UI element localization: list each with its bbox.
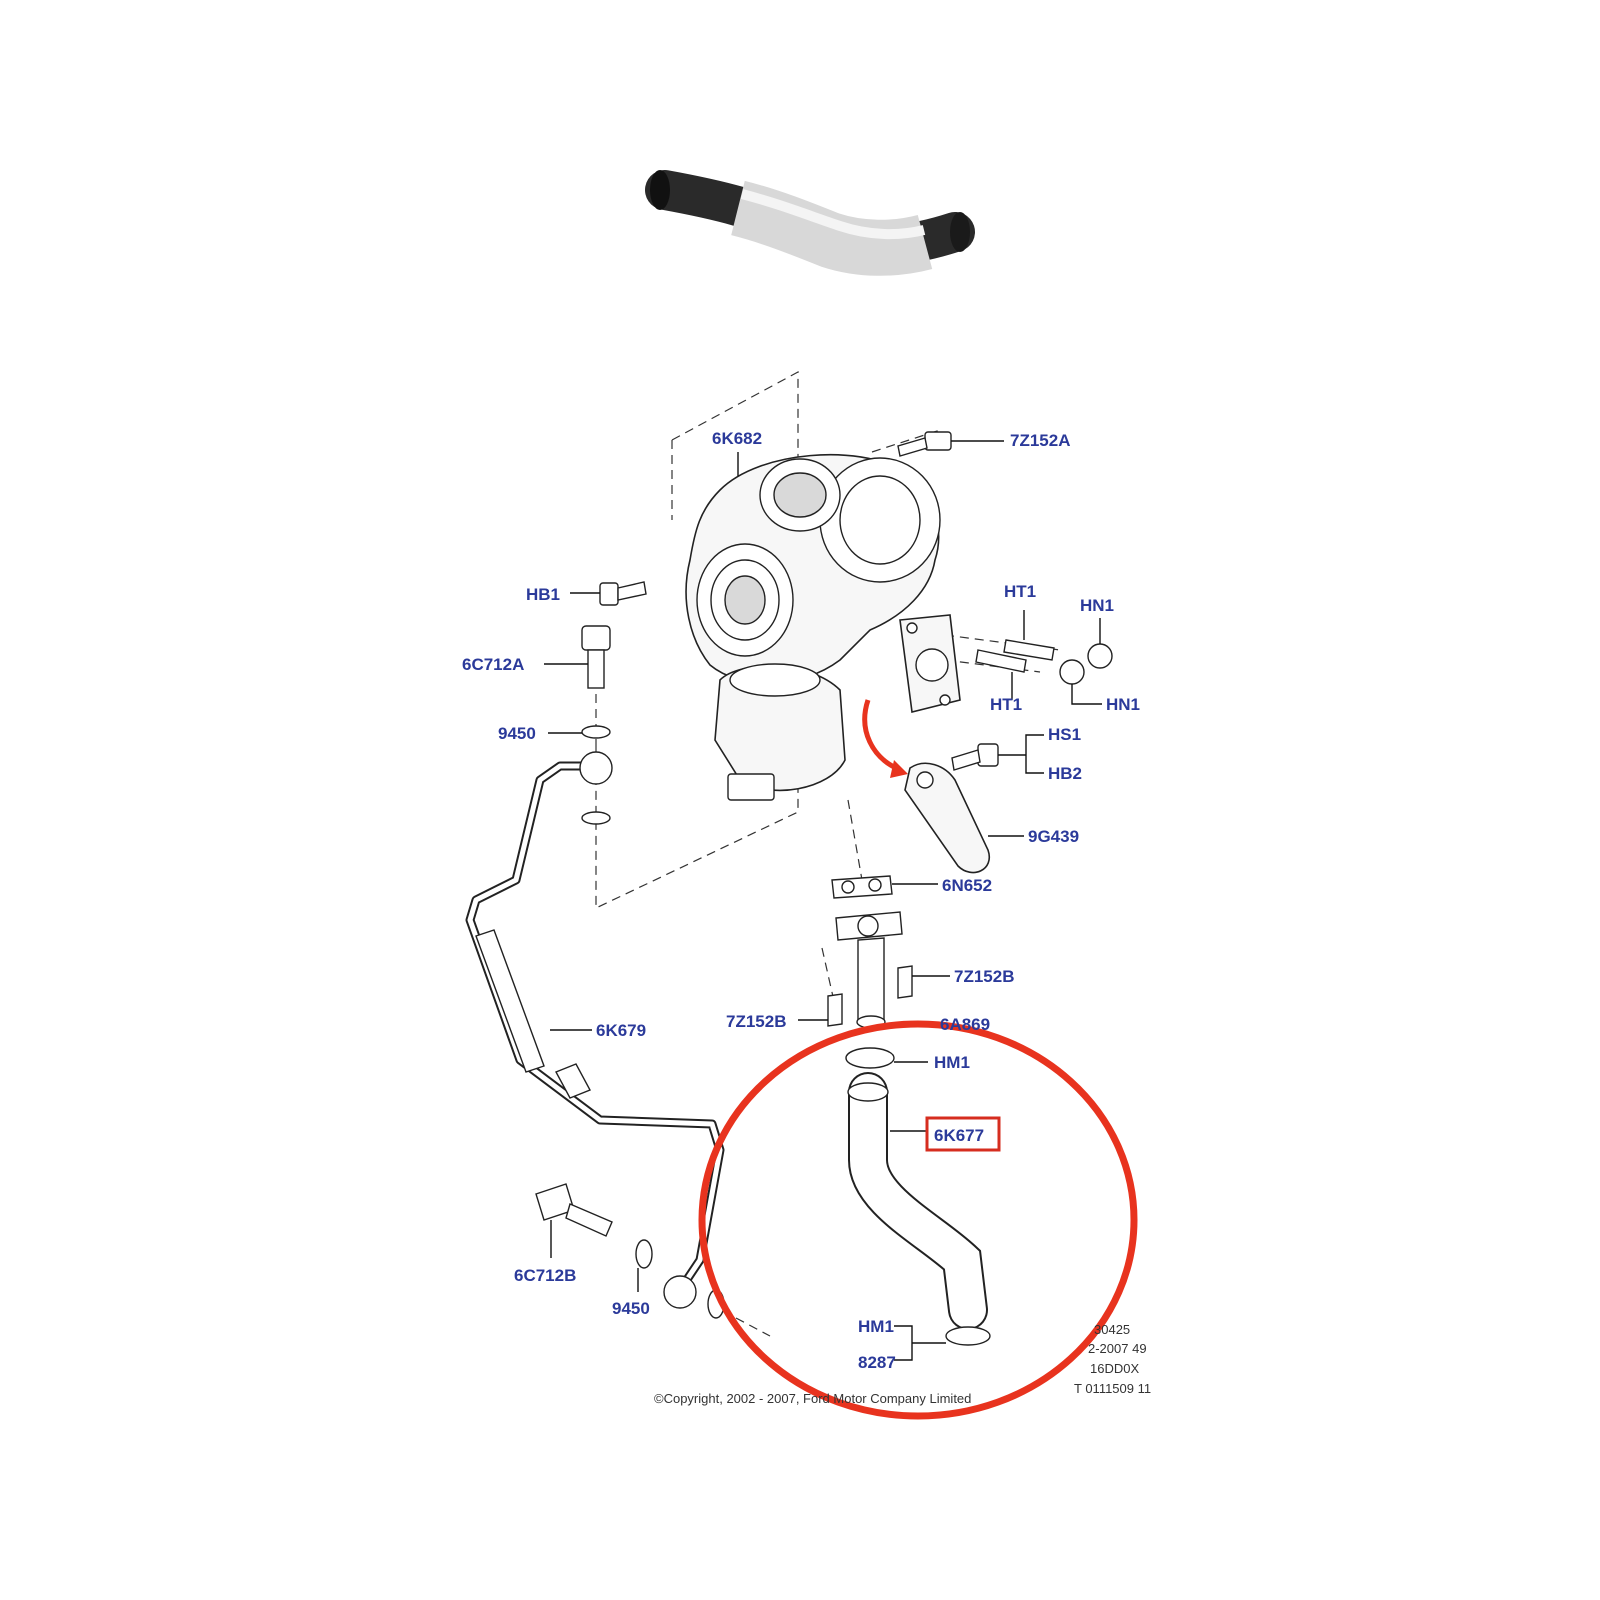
turbocharger xyxy=(685,453,961,801)
ref-line-4: T 0111509 11 xyxy=(1074,1381,1151,1396)
label-HT1-top: HT1 xyxy=(1004,582,1036,601)
ref-line-1: 30425 xyxy=(1094,1322,1130,1337)
studs-HT1 xyxy=(975,610,1055,700)
bolts-7Z152B xyxy=(798,965,950,1027)
label-HB1: HB1 xyxy=(526,585,560,604)
ref-line-2: 2-2007 49 xyxy=(1088,1341,1147,1356)
label-6C712A: 6C712A xyxy=(462,655,524,674)
label-8287: 8287 xyxy=(858,1353,896,1372)
label-HS1: HS1 xyxy=(1048,725,1081,744)
label-9450-top: 9450 xyxy=(498,724,536,743)
highlight-box xyxy=(925,1116,1001,1152)
clip-HM1-top xyxy=(845,1047,928,1069)
bolt-HB1 xyxy=(570,581,647,606)
red-direction-arrow xyxy=(862,699,908,778)
label-7Z152A: 7Z152A xyxy=(1010,431,1070,450)
hose-6K677 xyxy=(847,1072,988,1330)
label-HN1-bottom: HN1 xyxy=(1106,695,1140,714)
copyright-text: ©Copyright, 2002 - 2007, Ford Motor Comp… xyxy=(654,1391,971,1406)
banjo-bolt-6C712A xyxy=(544,625,611,689)
label-HT1-bottom: HT1 xyxy=(990,695,1022,714)
oil-return-pipe-6A869 xyxy=(835,911,903,1029)
highlight-ring xyxy=(698,1020,1138,1420)
bracket-9G439 xyxy=(904,762,1024,874)
label-7Z152B-right: 7Z152B xyxy=(954,967,1014,986)
label-HM1-bottom: HM1 xyxy=(858,1317,894,1336)
bolt-HS1-HB2 xyxy=(951,734,1044,774)
label-6K679: 6K679 xyxy=(596,1021,646,1040)
clip-HM1-bottom xyxy=(894,1325,991,1361)
alignment-guides xyxy=(595,370,1061,1337)
label-6K677: 6K677 xyxy=(934,1126,984,1145)
label-HB2: HB2 xyxy=(1048,764,1082,783)
label-6K682: 6K682 xyxy=(712,429,762,448)
label-9G439: 9G439 xyxy=(1028,827,1079,846)
bolt-7Z152A xyxy=(897,431,1004,457)
ref-line-3: 16DD0X xyxy=(1090,1361,1139,1376)
label-HM1-top: HM1 xyxy=(934,1053,970,1072)
label-6C712B: 6C712B xyxy=(514,1266,576,1285)
washers-9450-top xyxy=(548,725,611,825)
label-6A869: 6A869 xyxy=(940,1015,990,1034)
nuts-HN1 xyxy=(1059,618,1113,705)
label-9450-bottom: 9450 xyxy=(612,1299,650,1318)
label-6N652: 6N652 xyxy=(942,876,992,895)
label-7Z152B-left: 7Z152B xyxy=(726,1012,786,1031)
hose-product-photo xyxy=(645,170,975,276)
part-labels: 6K682 7Z152A HB1 HT1 HN1 6C712A HT1 HN1 … xyxy=(462,429,1140,1372)
banjo-bolt-6C712B xyxy=(535,1183,613,1258)
label-HN1-top: HN1 xyxy=(1080,596,1114,615)
gasket-6N652 xyxy=(831,875,938,899)
footer: ©Copyright, 2002 - 2007, Ford Motor Comp… xyxy=(654,1322,1151,1406)
